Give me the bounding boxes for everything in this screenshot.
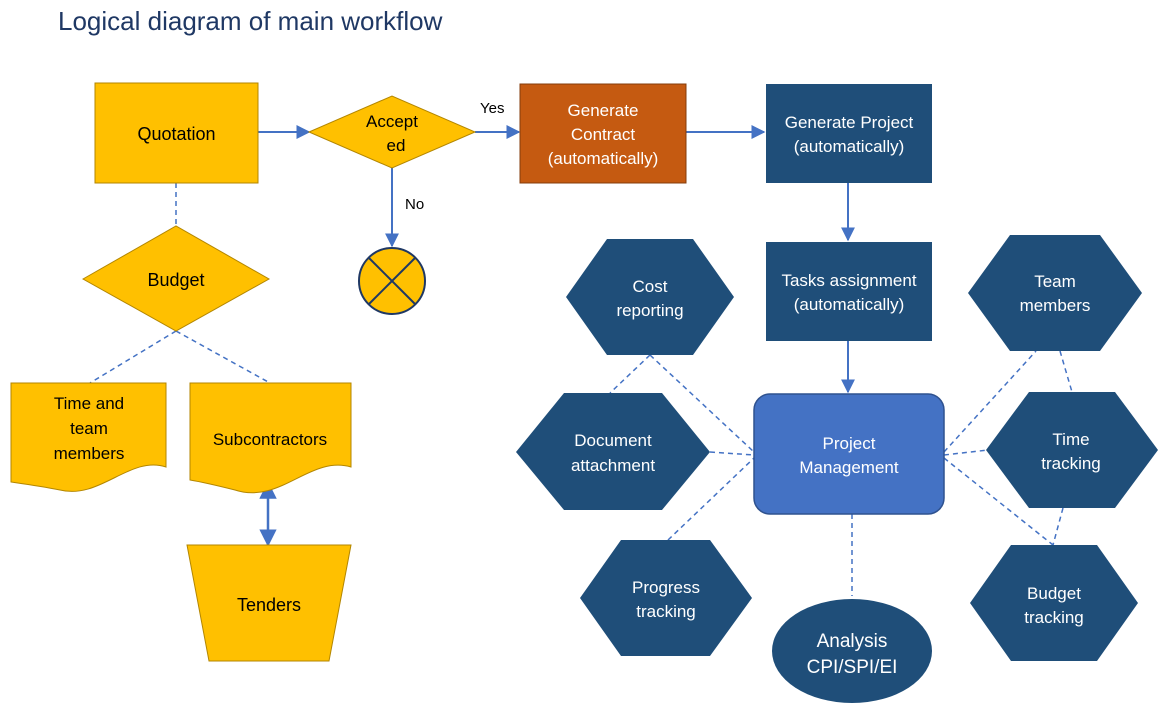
budget-decision[interactable]: Budget — [81, 225, 271, 332]
generate-project-line-1: Generate Project — [785, 113, 914, 132]
dashed-team-time — [1059, 350, 1073, 393]
cost-reporting-line-2: reporting — [616, 301, 683, 320]
generate-contract-line-2: Contract — [571, 125, 636, 144]
team-members-line-2: members — [1020, 296, 1091, 315]
document-attachment-line-1: Document — [574, 431, 652, 450]
time-team-label-line-3: members — [54, 444, 125, 463]
tenders-trapezoid[interactable]: Tenders — [186, 544, 352, 662]
budget-tracking-line-1: Budget — [1027, 584, 1081, 603]
project-management-box[interactable]: Project Management — [753, 393, 945, 515]
page-title: Logical diagram of main workflow — [58, 6, 443, 36]
quotation-box[interactable]: Quotation — [94, 82, 259, 184]
tenders-label: Tenders — [237, 595, 301, 615]
progress-tracking-hexagon[interactable]: Progress tracking — [580, 540, 752, 656]
reject-terminator[interactable] — [358, 247, 426, 315]
close-icon — [368, 257, 416, 305]
quotation-label: Quotation — [137, 124, 215, 144]
dashed-document-pm — [709, 451, 755, 456]
project-management-line-2: Management — [799, 458, 899, 477]
dashed-budget-subcontractors — [175, 330, 271, 384]
subcontractors-label: Subcontractors — [213, 430, 327, 449]
team-members-line-1: Team — [1034, 272, 1076, 291]
cost-reporting-line-1: Cost — [633, 277, 668, 296]
dashed-cost-pm — [649, 354, 755, 453]
svg-text:Quotation: Quotation — [137, 124, 215, 144]
time-team-label-line-2: team — [70, 419, 108, 438]
yes-label: Yes — [480, 100, 504, 117]
project-management-line-1: Project — [823, 434, 876, 453]
generate-contract-line-3: (automatically) — [548, 149, 659, 168]
generate-contract-line-1: Generate — [568, 101, 639, 120]
progress-tracking-line-1: Progress — [632, 578, 700, 597]
time-team-label-line-1: Time and — [54, 394, 124, 413]
document-attachment-line-2: attachment — [571, 456, 655, 475]
dashed-progress-pm — [667, 457, 755, 541]
tasks-assignment-box[interactable]: Tasks assignment (automatically) — [766, 242, 932, 341]
time-tracking-line-2: tracking — [1041, 454, 1101, 473]
analysis-line-2: CPI/SPI/EI — [807, 657, 898, 678]
cost-reporting-hexagon[interactable]: Cost reporting — [566, 239, 734, 355]
generate-project-line-2: (automatically) — [794, 137, 905, 156]
tasks-assignment-line-2: (automatically) — [794, 295, 905, 314]
dashed-cost-document — [609, 354, 651, 394]
budget-tracking-line-2: tracking — [1024, 608, 1084, 627]
connectors — [89, 125, 1073, 596]
dashed-pm-time — [943, 449, 989, 456]
tasks-assignment-line-1: Tasks assignment — [781, 271, 916, 290]
generate-contract-box[interactable]: Generate Contract (automatically) — [519, 83, 687, 184]
time-tracking-hexagon[interactable]: Time tracking — [986, 392, 1158, 508]
team-members-hexagon[interactable]: Team members — [968, 235, 1142, 351]
accepted-decision[interactable]: Accept ed — [307, 95, 477, 169]
progress-tracking-line-2: tracking — [636, 602, 696, 621]
dashed-budget-timeteam — [89, 330, 177, 384]
no-label: No — [405, 196, 424, 213]
dashed-time-budget — [1052, 507, 1064, 546]
dashed-pm-team — [943, 350, 1037, 453]
time-tracking-line-1: Time — [1052, 430, 1089, 449]
generate-project-box[interactable]: Generate Project (automatically) — [766, 84, 932, 183]
analysis-ellipse[interactable]: Analysis CPI/SPI/EI — [772, 599, 932, 703]
accepted-label-line-2: ed — [387, 136, 406, 155]
document-attachment-hexagon[interactable]: Document attachment — [516, 393, 710, 510]
accepted-label-line-1: Accept — [366, 112, 418, 131]
subcontractors-document[interactable]: Subcontractors — [189, 382, 352, 494]
time-team-document[interactable]: Time and team members — [10, 382, 167, 492]
budget-tracking-hexagon[interactable]: Budget tracking — [970, 545, 1138, 661]
analysis-line-1: Analysis — [817, 631, 888, 652]
budget-label: Budget — [147, 270, 204, 290]
